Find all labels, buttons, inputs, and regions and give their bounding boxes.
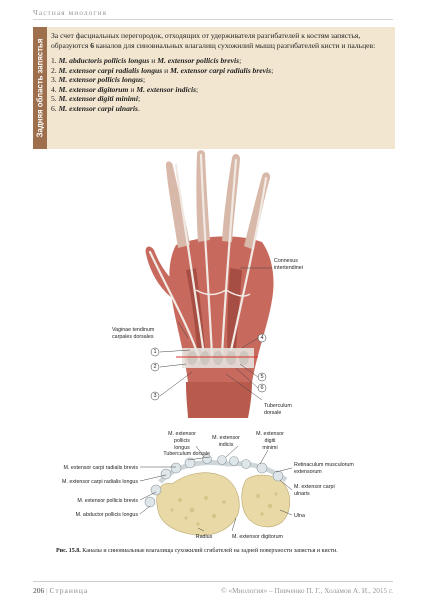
running-head: Частная миология: [0, 0, 426, 20]
cross-section-illustration: [144, 454, 291, 536]
svg-text:1: 1: [153, 349, 156, 355]
channel-item: 2. M. extensor carpi radialis longus и M…: [51, 65, 274, 75]
label-ei: indicis: [219, 442, 234, 448]
info-box-body: За счет фасциальных перегородок, отходящ…: [51, 31, 390, 113]
channel-item: 1. M. abductoris pollicis longus и M. ex…: [51, 56, 242, 65]
footer-page: 206 | Страница: [33, 586, 88, 595]
hand-illustration: [145, 150, 274, 418]
label-vaginae: carpales dorsales: [112, 334, 154, 340]
label-ei: M. extensor: [212, 435, 240, 441]
channel-item: 4. M. extensor digitorum и M. extensor i…: [51, 84, 199, 94]
header-rule: [33, 19, 393, 20]
label-tuberculum-dorsale: Tuberculum dorsale: [163, 451, 210, 457]
page-number: 206: [33, 586, 45, 595]
label-ed: M. extensor digitorum: [232, 534, 284, 540]
label-tuberculum: dorsale: [264, 410, 281, 416]
caption-text: Каналы и синовиальные влагалища сухожили…: [80, 548, 338, 554]
footer-copyright: © «Миология» – Пивченко П. Г., Холамов А…: [221, 586, 393, 595]
channel-item: 6. M. extensor carpi ulnaris.: [51, 103, 140, 113]
channel-item: 5. M. extensor digiti minimi;: [51, 94, 141, 103]
svg-text:2: 2: [153, 364, 156, 370]
svg-text:6: 6: [260, 385, 263, 391]
footer-separator: |: [44, 586, 50, 595]
label-tuberculum: Tuberculum: [264, 403, 292, 409]
marker-4: 4: [257, 333, 267, 343]
label-radius: Radius: [196, 534, 213, 540]
label-epl: longus: [174, 445, 190, 451]
label-apl: M. abductor pollicis longus: [76, 512, 139, 518]
label-ecu: ulnaris: [294, 491, 310, 497]
label-ulna: Ulna: [294, 513, 305, 519]
running-head-title: Частная миология: [33, 8, 107, 17]
label-edm: minimi: [262, 445, 277, 451]
label-edm: M. extensor: [256, 431, 284, 437]
intro-number: 6: [90, 40, 95, 50]
info-box: Задняя область запястья За счет фасциаль…: [33, 27, 395, 149]
label-vaginae: Vaginae tendinum: [112, 327, 155, 333]
caption-label: Рис. 15.8.: [56, 548, 81, 554]
marker-3: 3: [150, 391, 160, 401]
channel-item: 3. M. extensor pollicis longus;: [51, 75, 146, 84]
label-epl: M. extensor: [168, 431, 196, 437]
label-retinaculum: Retinaculum musculorum: [294, 462, 354, 468]
marker-6: 6: [257, 383, 267, 393]
marker-1: 1: [150, 347, 160, 357]
label-ecu: M. extensor carpi: [294, 484, 335, 490]
label-edm: digiti: [265, 438, 276, 444]
svg-text:5: 5: [260, 374, 263, 380]
label-ecrl: M. extensor carpi radialis longus: [62, 479, 138, 485]
svg-text:3: 3: [153, 393, 156, 399]
figure-caption: Рис. 15.8. Каналы и синовиальные влагали…: [56, 548, 338, 554]
marker-5: 5: [257, 372, 267, 382]
marker-2: 2: [150, 362, 160, 372]
label-connexus: intertendinei: [274, 265, 303, 271]
anatomy-figure: Connexus intertendinei Vaginae tendinum …: [62, 150, 354, 540]
label-retinaculum: extensorum: [294, 469, 322, 475]
label-ecrb: M. extensor carpi radialis brevis: [64, 465, 139, 471]
intro-paragraph: За счет фасциальных перегородок, отходящ…: [51, 31, 390, 50]
intro-text-b: каналов для синовиальных влагалищ сухожи…: [94, 40, 376, 50]
page-word: Страница: [49, 586, 89, 595]
intro-text-a: За счет фасциальных перегородок, отходящ…: [51, 31, 361, 50]
footer-rule: [33, 581, 393, 582]
sidebar-title: Задняя область запястья: [35, 38, 45, 138]
channel-list: 1. M. abductoris pollicis longus и M. ex…: [51, 56, 390, 113]
svg-text:4: 4: [260, 335, 263, 341]
label-epb: M. extensor pollicis brevis: [77, 498, 138, 504]
label-connexus: Connexus: [274, 258, 298, 264]
label-epl: pollicis: [174, 438, 190, 444]
info-box-sidebar: Задняя область запястья: [33, 27, 47, 149]
